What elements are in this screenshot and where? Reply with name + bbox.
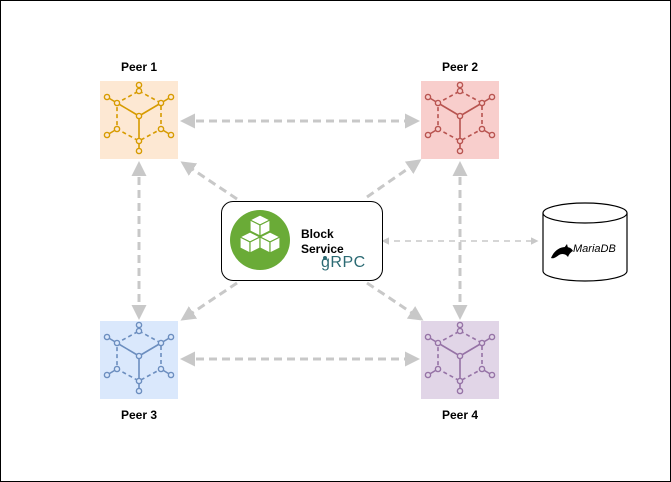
peer2-node[interactable] <box>421 81 499 159</box>
peer3-label: Peer 3 <box>120 408 158 422</box>
network-node-dot <box>478 99 486 107</box>
network-node-dot <box>157 99 165 107</box>
network-node-dot <box>157 125 165 133</box>
peer4-node[interactable] <box>421 321 499 399</box>
network-node-dot <box>456 352 464 360</box>
cube-network-icon <box>103 321 175 395</box>
service-title-line1: Block <box>301 227 334 241</box>
network-node-dot <box>103 333 111 341</box>
network-node-dot <box>135 321 143 329</box>
network-node-dot <box>167 371 175 379</box>
network-node-dot <box>434 365 442 373</box>
network-node-dot <box>456 387 464 395</box>
network-node-dot <box>135 387 143 395</box>
network-node-dot <box>434 339 442 347</box>
peer2-label: Peer 2 <box>441 60 479 74</box>
network-node-dot <box>434 125 442 133</box>
service-title-line2: Service <box>301 242 344 256</box>
network-node-dot <box>488 93 496 101</box>
network-node-dot <box>424 131 432 139</box>
edge-service-peer3 <box>180 281 238 321</box>
network-node-dot <box>488 131 496 139</box>
peer3-node[interactable] <box>100 321 178 399</box>
peer1-node[interactable] <box>100 81 178 159</box>
network-node-dot <box>135 327 143 335</box>
network-node-dot <box>488 371 496 379</box>
network-node-dot <box>135 87 143 95</box>
peer4-label: Peer 4 <box>441 408 479 422</box>
block-service-title: Block Service <box>301 227 371 257</box>
network-node-dot <box>167 333 175 341</box>
network-node-dot <box>103 131 111 139</box>
edge-service-peer4 <box>366 281 424 321</box>
network-node-dot <box>456 327 464 335</box>
network-node-dot <box>167 93 175 101</box>
network-node-dot <box>113 99 121 107</box>
network-node-dot <box>113 125 121 133</box>
network-node-dot <box>135 377 143 385</box>
network-node-dot <box>478 125 486 133</box>
peer1-label: Peer 1 <box>120 60 158 74</box>
network-node-dot <box>478 339 486 347</box>
cube-network-icon <box>103 81 175 155</box>
cube-network-icon <box>424 321 496 395</box>
network-node-dot <box>456 147 464 155</box>
network-node-dot <box>424 371 432 379</box>
network-node-dot <box>135 352 143 360</box>
network-node-dot <box>103 371 111 379</box>
network-node-dot <box>113 365 121 373</box>
network-node-dot <box>456 137 464 145</box>
cube-network-icon <box>424 81 496 155</box>
network-node-dot <box>103 93 111 101</box>
grpc-logo: gRPC <box>321 254 366 271</box>
network-node-dot <box>135 112 143 120</box>
network-node-dot <box>167 131 175 139</box>
network-node-dot <box>135 147 143 155</box>
network-node-dot <box>157 339 165 347</box>
network-node-dot <box>456 321 464 329</box>
network-node-dot <box>456 112 464 120</box>
network-node-dot <box>424 93 432 101</box>
mariadb-label: MariaDB <box>573 243 616 255</box>
network-node-dot <box>478 365 486 373</box>
network-node-dot <box>488 333 496 341</box>
network-node-dot <box>424 333 432 341</box>
edge-service-peer2 <box>366 159 422 199</box>
network-node-dot <box>456 81 464 89</box>
network-node-dot <box>113 339 121 347</box>
network-node-dot <box>434 99 442 107</box>
network-node-dot <box>456 87 464 95</box>
edge-service-peer1 <box>180 161 238 201</box>
network-node-dot <box>456 377 464 385</box>
network-node-dot <box>157 365 165 373</box>
network-node-dot <box>135 137 143 145</box>
network-node-dot <box>135 81 143 89</box>
